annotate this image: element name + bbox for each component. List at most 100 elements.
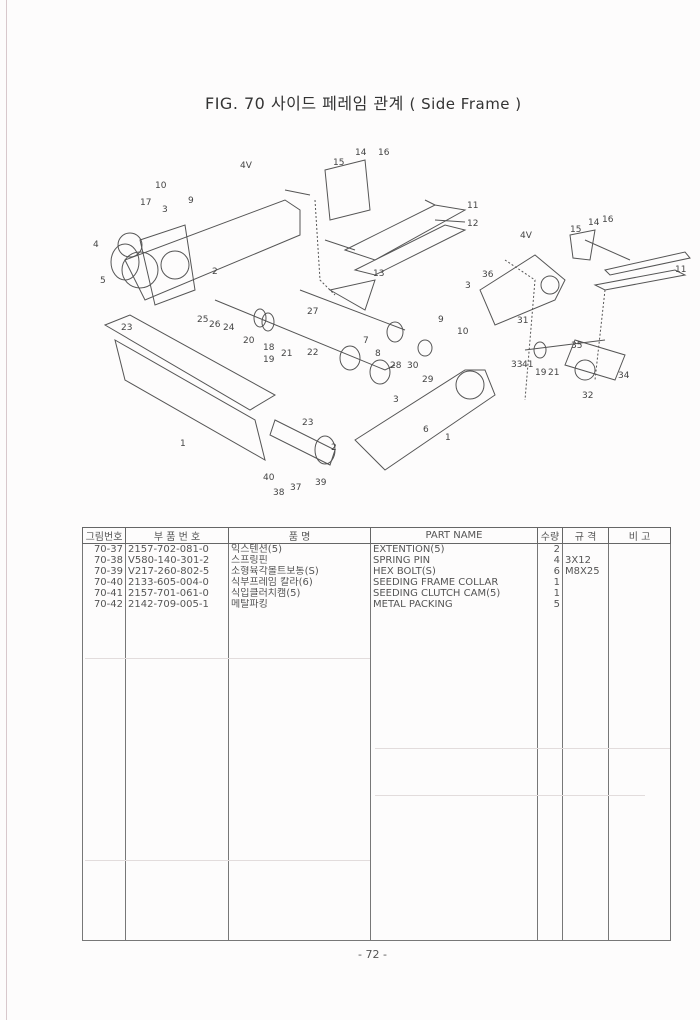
callout: 2 — [212, 267, 218, 277]
figure-title: FIG. 70 사이드 페레임 관계 ( Side Frame ) — [205, 90, 522, 114]
callout: 29 — [422, 375, 434, 385]
callout: 40 — [263, 473, 275, 483]
table-empty-area — [82, 610, 671, 941]
figure-title-korean: FIG. 70 사이드 페레임 관계 — [205, 94, 404, 113]
callout: 12 — [467, 219, 478, 229]
empty-cell — [537, 610, 563, 941]
cell-no: 70-37 — [82, 543, 126, 555]
callout: 14 — [588, 218, 600, 228]
cell-name: SPRING PIN — [370, 555, 538, 566]
callout: 4V — [520, 231, 533, 241]
callout: 1 — [445, 433, 451, 443]
header-qty: 수량 — [537, 527, 563, 544]
callout: 39 — [315, 478, 327, 488]
cell-qty: 2 — [537, 543, 563, 555]
cell-kname: 익스텐션(5) — [228, 543, 371, 555]
figure-title-english: ( Side Frame ) — [409, 95, 522, 113]
cell-spec — [562, 577, 609, 588]
cell-kname: 메탈파킹 — [228, 599, 371, 610]
empty-cell — [562, 610, 609, 941]
header-fig-no: 그림번호 — [82, 527, 126, 544]
cell-spec: M8X25 — [562, 566, 609, 577]
cell-note — [608, 577, 671, 588]
cell-kname: 소형육각볼트보통(S) — [228, 566, 371, 577]
header-spec: 규 격 — [562, 527, 609, 544]
callout: 25 — [197, 315, 208, 325]
cell-part: 2133-605-004-0 — [125, 577, 229, 588]
cell-qty: 1 — [537, 588, 563, 599]
cell-spec — [562, 543, 609, 555]
callout: 27 — [307, 307, 318, 317]
empty-cell — [125, 610, 229, 941]
callout: 23 — [121, 323, 132, 333]
cell-part: 2157-702-081-0 — [125, 543, 229, 555]
callout: 10 — [457, 327, 469, 337]
callout: 23 — [302, 418, 313, 428]
callout: 14 — [355, 148, 367, 158]
cell-spec — [562, 599, 609, 610]
cell-qty: 1 — [537, 577, 563, 588]
callout: 9 — [188, 196, 194, 206]
cell-note — [608, 599, 671, 610]
cell-name: SEEDING CLUTCH CAM(5) — [370, 588, 538, 599]
cell-part: 2142-709-005-1 — [125, 599, 229, 610]
page-number: - 72 - — [358, 948, 387, 961]
callout: 37 — [290, 483, 301, 493]
cell-no: 70-39 — [82, 566, 126, 577]
callout: 17 — [140, 198, 151, 208]
callout: 3 — [393, 395, 399, 405]
empty-cell — [82, 610, 126, 941]
callout: 31 — [517, 316, 528, 326]
cell-name: HEX BOLT(S) — [370, 566, 538, 577]
callout: 3 — [162, 205, 168, 215]
callout-labels: 14 16 15 4V 10 9 17 3 4 5 2 11 12 13 27 … — [93, 148, 686, 498]
callout: 2 — [331, 443, 337, 453]
callout: 28 — [390, 361, 402, 371]
cell-spec — [562, 588, 609, 599]
cell-no: 70-41 — [82, 588, 126, 599]
cell-note — [608, 543, 671, 555]
cell-qty: 4 — [537, 555, 563, 566]
cell-note — [608, 555, 671, 566]
callout: 21 — [548, 368, 559, 378]
callout: 9 — [438, 315, 444, 325]
callout: 15 — [333, 158, 344, 168]
callout: 11 — [675, 265, 686, 275]
callout: 16 — [602, 215, 614, 225]
cell-qty: 6 — [537, 566, 563, 577]
cell-name: METAL PACKING — [370, 599, 538, 610]
cell-part: V580-140-301-2 — [125, 555, 229, 566]
cell-kname: 식입클러치캠(5) — [228, 588, 371, 599]
callout: 21 — [281, 349, 292, 359]
callout: 41 — [522, 360, 533, 370]
callout: 26 — [209, 320, 221, 330]
callout: 36 — [482, 270, 494, 280]
parts-table: 그림번호 부 품 번 호 품 명 PART NAME 수량 규 격 비 고 70… — [82, 527, 671, 941]
callout: 11 — [467, 201, 478, 211]
cell-part: 2157-701-061-0 — [125, 588, 229, 599]
table-header-row: 그림번호 부 품 번 호 품 명 PART NAME 수량 규 격 비 고 — [82, 527, 671, 544]
callout: 33 — [511, 360, 522, 370]
callout: 13 — [373, 269, 384, 279]
callout: 35 — [571, 341, 582, 351]
empty-cell — [228, 610, 371, 941]
header-part-name: PART NAME — [370, 527, 538, 544]
callout: 6 — [423, 425, 429, 435]
frame-left — [124, 199, 301, 301]
callout: 10 — [155, 181, 167, 191]
callout: 5 — [100, 276, 106, 286]
cell-no: 70-40 — [82, 577, 126, 588]
empty-cell — [608, 610, 671, 941]
empty-cell — [370, 610, 538, 941]
header-korean-name: 품 명 — [228, 527, 371, 544]
cell-name: EXTENTION(5) — [370, 543, 538, 555]
callout: 4 — [93, 240, 99, 250]
callout: 7 — [363, 336, 369, 346]
callout: 19 — [263, 355, 275, 365]
callout: 16 — [378, 148, 390, 158]
